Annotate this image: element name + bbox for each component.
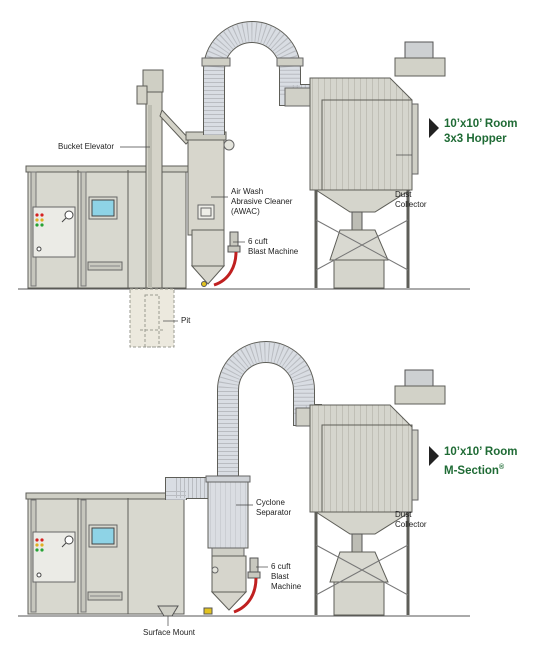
label-top-dust-line2: Collector — [395, 200, 427, 209]
top-dust-collector — [309, 41, 446, 289]
bottom-title-line1: 10’x10’ Room — [444, 446, 518, 458]
bottom-dust-collector — [309, 369, 446, 616]
bottom-system — [18, 341, 470, 626]
top-duct — [201, 21, 314, 135]
top-bucket-elevator — [136, 69, 191, 289]
label-bucket-elevator: Bucket Elevator — [58, 142, 115, 151]
top-control-panel — [32, 206, 76, 258]
bottom-blast-machine — [203, 555, 261, 615]
top-blast-room — [25, 165, 189, 289]
label-top-dust-line1: Dust — [395, 190, 412, 199]
registered-mark: ® — [498, 464, 505, 471]
pit — [129, 288, 175, 348]
label-awac-line3: (AWAC) — [231, 207, 260, 216]
surface-mount — [157, 605, 179, 626]
bottom-title-line2-text: M-Section — [444, 464, 499, 477]
bottom-title-line2: M-Section® — [444, 461, 504, 478]
label-cyclone-line2: Separator — [256, 508, 292, 517]
label-awac-line2: Abrasive Cleaner — [231, 197, 293, 206]
label-cyclone-line1: Cyclone — [256, 498, 285, 507]
top-system — [18, 21, 470, 348]
top-awac — [185, 131, 235, 236]
top-blast-machine — [190, 229, 241, 287]
label-top-blast-line2: Blast Machine — [248, 247, 299, 256]
label-awac-line1: Air Wash — [231, 187, 264, 196]
label-pit: Pit — [181, 316, 191, 325]
cyclone-separator — [205, 475, 251, 557]
label-bottom-blast-line3: Machine — [271, 582, 302, 591]
label-bottom-blast-line1: 6 cuft — [271, 562, 291, 571]
label-bottom-dust-line1: Dust — [395, 510, 412, 519]
bottom-title-arrow — [429, 446, 439, 466]
label-bottom-dust-line2: Collector — [395, 520, 427, 529]
label-top-blast-line1: 6 cuft — [248, 237, 268, 246]
top-title-line2: 3x3 Hopper — [444, 133, 507, 145]
top-title-line1: 10’x10’ Room — [444, 118, 518, 130]
bottom-control-panel — [32, 531, 76, 583]
top-title-arrow — [429, 118, 439, 138]
bottom-leader-lines — [236, 504, 412, 568]
top-leader-lines — [120, 146, 412, 322]
label-surface-mount: Surface Mount — [143, 628, 196, 637]
bottom-blast-room — [25, 492, 187, 615]
label-bottom-blast-line2: Blast — [271, 572, 289, 581]
